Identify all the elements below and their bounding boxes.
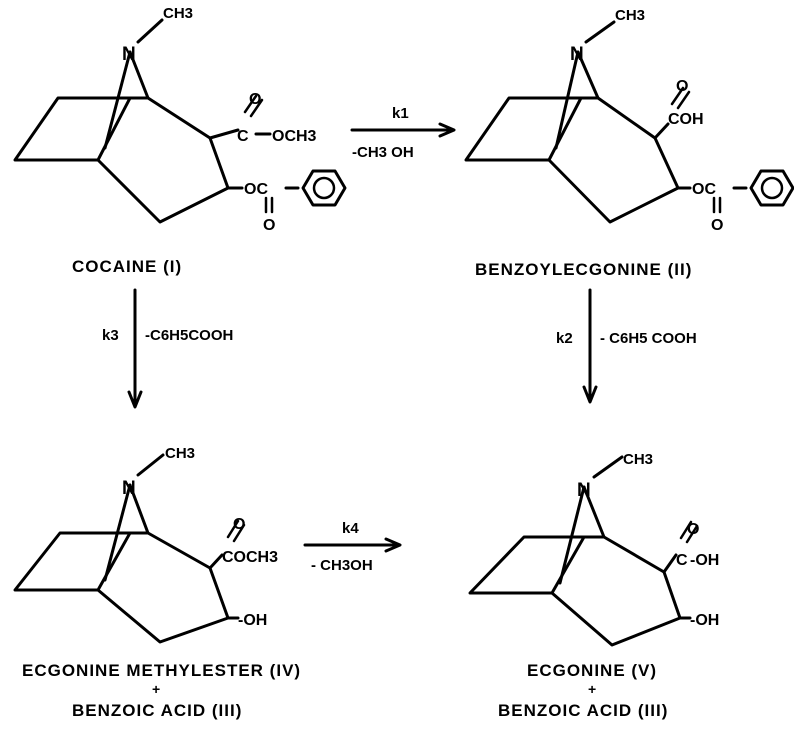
- acid-label: -OH: [690, 552, 719, 569]
- ecgonine-methylester-structure: N CH3 O COCH3 -OH ECGONINE METHYLESTER (…: [13, 445, 301, 720]
- loss-label-k3: -C6H5COOH: [145, 327, 233, 344]
- benzoate-carbonyl-o: O: [711, 217, 723, 234]
- n-methyl-label: CH3: [615, 7, 645, 24]
- atom-n: N: [570, 44, 584, 65]
- benzoylecgonine-name: BENZOYLECGONINE (II): [475, 260, 692, 279]
- atom-n: N: [122, 478, 136, 499]
- reaction-arrow-k2: k2 - C6H5 COOH: [556, 288, 697, 404]
- loss-label-k4: - CH3OH: [311, 557, 373, 574]
- cocaine-structure: N CH3 C O OCH3 OC O COCAINE (I): [13, 5, 347, 276]
- rate-constant-k3: k3: [102, 327, 119, 344]
- ecgonine-name: ECGONINE (V): [527, 661, 657, 680]
- benzoate-carbonyl-o: O: [263, 217, 275, 234]
- atom-n: N: [122, 44, 136, 65]
- rate-constant-k2: k2: [556, 330, 573, 347]
- carbonyl-carbon: C: [676, 552, 688, 569]
- benzoic-acid-label: BENZOIC ACID (III): [498, 701, 668, 720]
- benzoic-acid-label: BENZOIC ACID (III): [72, 701, 242, 720]
- carbonyl-o-label: O: [249, 91, 261, 108]
- n-methyl-label: CH3: [623, 451, 653, 468]
- benzoate-label: OC: [692, 181, 716, 198]
- acid-label: COH: [668, 111, 704, 128]
- atom-n: N: [577, 480, 591, 501]
- ecgonine-structure: N CH3 O C -OH -OH ECGONINE (V) + BENZOIC…: [468, 451, 719, 720]
- carbonyl-o-label: O: [676, 78, 688, 95]
- reaction-arrow-k3: k3 -C6H5COOH: [102, 288, 233, 409]
- carbonyl-o-label: O: [687, 521, 699, 538]
- benzoate-label: OC: [244, 181, 268, 198]
- loss-label-k2: - C6H5 COOH: [600, 330, 697, 347]
- ester-label: COCH3: [222, 549, 278, 566]
- n-methyl-label: CH3: [163, 5, 193, 22]
- carbonyl-carbon: C: [237, 128, 249, 145]
- ecgonine-methylester-name: ECGONINE METHYLESTER (IV): [22, 661, 301, 680]
- loss-label-k1: -CH3 OH: [352, 144, 414, 161]
- rate-constant-k1: k1: [392, 105, 409, 122]
- reaction-arrow-k1: k1 -CH3 OH: [350, 105, 456, 161]
- hydroxyl-label: -OH: [238, 612, 267, 629]
- ester-label: OCH3: [272, 128, 317, 145]
- hydroxyl-label: -OH: [690, 612, 719, 629]
- reaction-arrow-k4: k4 - CH3OH: [303, 520, 402, 574]
- carbonyl-o-label: O: [233, 516, 245, 533]
- cocaine-name: COCAINE (I): [72, 257, 182, 276]
- plus-sign: +: [588, 681, 596, 697]
- n-methyl-label: CH3: [165, 445, 195, 462]
- plus-sign: +: [152, 681, 160, 697]
- rate-constant-k4: k4: [342, 520, 359, 537]
- benzoylecgonine-structure: N CH3 O COH OC O BENZOYLECGONINE (II): [464, 7, 794, 279]
